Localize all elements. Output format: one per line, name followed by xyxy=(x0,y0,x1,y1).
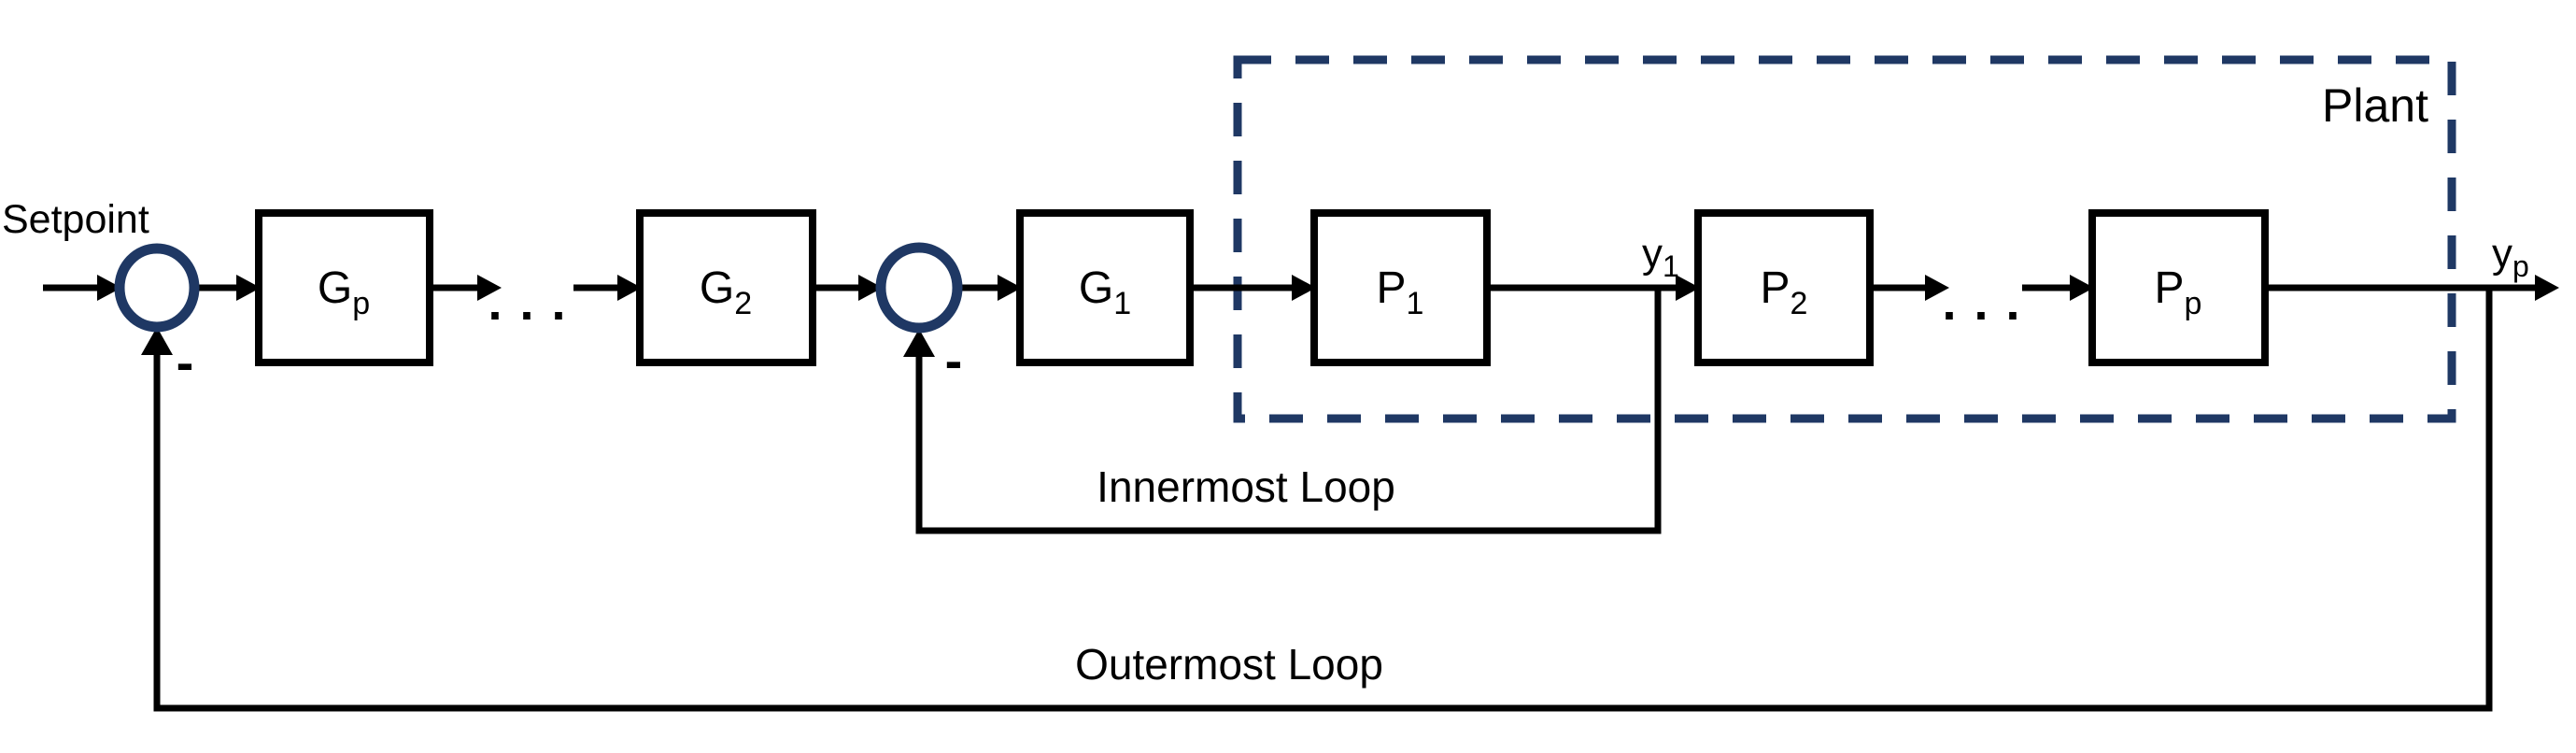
block-p2-sub: 2 xyxy=(1790,286,1808,321)
output-yp-sub: p xyxy=(2512,249,2529,283)
innermost-loop-label: Innermost Loop xyxy=(1097,462,1395,511)
arrowhead-outermost-feedback xyxy=(141,327,173,355)
arrowhead-into-g2 xyxy=(617,275,642,301)
block-pp xyxy=(2088,209,2269,366)
block-p1 xyxy=(1310,209,1491,366)
block-p2-base: P xyxy=(1761,263,1790,313)
block-g1-sub: 1 xyxy=(1113,286,1131,321)
block-g2-label: G2 xyxy=(700,263,752,321)
plant-label: Plant xyxy=(2322,79,2428,132)
arrowhead-output xyxy=(2535,275,2559,301)
sum-junction-inner xyxy=(875,242,963,334)
block-pp-sub: p xyxy=(2185,286,2202,321)
minus-sign-inner: - xyxy=(945,331,963,390)
arrowhead-p2-out xyxy=(1925,275,1949,301)
output-y1-label: y1 xyxy=(1642,231,1679,283)
block-p2-label: P2 xyxy=(1761,263,1808,321)
innermost-feedback-path xyxy=(915,288,1662,534)
block-p1-base: P xyxy=(1377,263,1407,313)
arrowhead-into-pp xyxy=(2070,275,2094,301)
block-g2 xyxy=(636,209,816,366)
output-yp-base: y xyxy=(2492,231,2512,277)
ellipsis-dots-right: . . . xyxy=(1942,275,2021,331)
arrowhead-into-sum-inner xyxy=(858,275,883,301)
block-pp-base: P xyxy=(2155,263,2185,313)
arrowhead-into-g1 xyxy=(998,275,1022,301)
block-gp-label: Gp xyxy=(318,263,370,321)
arrowhead-into-gp xyxy=(236,275,261,301)
minus-sign-outer: - xyxy=(177,333,194,391)
block-gp-base: G xyxy=(318,263,352,313)
sum-junction-outer xyxy=(114,243,200,333)
output-y1-base: y xyxy=(1642,231,1663,277)
arrowhead-innermost-feedback xyxy=(903,329,935,357)
block-g2-sub: 2 xyxy=(734,286,752,321)
arrowhead-gp-out xyxy=(477,275,502,301)
outermost-loop-label: Outermost Loop xyxy=(1075,640,1383,689)
block-pp-label: Pp xyxy=(2155,263,2202,321)
arrowhead-into-p2 xyxy=(1676,275,1700,301)
setpoint-label: Setpoint xyxy=(2,197,149,242)
arrowhead-into-sum-outer xyxy=(97,275,121,301)
block-gp-sub: p xyxy=(352,286,370,321)
plant-boundary-dashed-box xyxy=(1233,55,2456,423)
block-g1-base: G xyxy=(1079,263,1113,313)
block-p2 xyxy=(1694,209,1874,366)
ellipsis-dots-left: . . . xyxy=(488,275,567,331)
block-g1-label: G1 xyxy=(1079,263,1131,321)
arrowhead-into-p1 xyxy=(1292,275,1316,301)
output-yp-label: yp xyxy=(2492,231,2529,283)
output-y1-sub: 1 xyxy=(1663,249,1679,283)
outermost-feedback-path xyxy=(153,288,2493,712)
block-g1 xyxy=(1016,209,1194,366)
block-gp xyxy=(255,209,433,366)
block-g2-base: G xyxy=(700,263,734,313)
block-p1-label: P1 xyxy=(1377,263,1424,321)
block-p1-sub: 1 xyxy=(1407,286,1424,321)
